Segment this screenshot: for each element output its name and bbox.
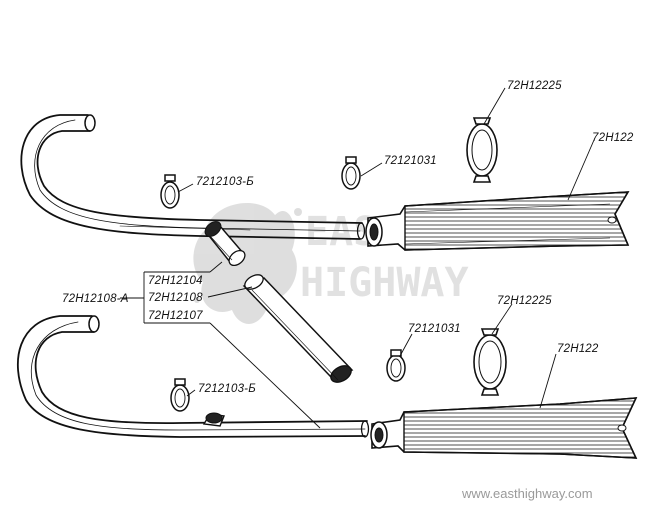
middle-loose-tube <box>242 274 354 383</box>
label-group-item2: 72H12108 <box>148 292 203 304</box>
label-pipe-clamp-bottom: 7212103-Б <box>198 383 256 395</box>
leader-lines <box>120 87 595 429</box>
watermark-url: www.easthighway.com <box>461 486 593 501</box>
label-group-item3: 72H12107 <box>148 310 203 322</box>
label-muffler-top: 72H122 <box>592 132 634 144</box>
label-clamp-bottom: 72H12225 <box>497 295 552 307</box>
label-pipe-clamp-top: 7212103-Б <box>196 176 254 188</box>
label-group-code: 72H12108-A <box>62 293 129 305</box>
part-labels: 72H12225 72H122 72121031 7212103-Б 72H12… <box>62 80 634 395</box>
top-muffler <box>365 191 630 251</box>
bottom-header-pipe <box>17 315 370 438</box>
bottom-connector-stub <box>202 412 225 427</box>
top-large-clamp <box>466 117 498 183</box>
top-header-pipe <box>20 114 366 240</box>
top-pipe-clamp <box>160 174 180 209</box>
bottom-pipe-clamp <box>170 378 190 412</box>
bottom-small-clamp <box>386 349 406 382</box>
bottom-large-clamp <box>473 328 507 396</box>
bottom-muffler <box>370 397 638 459</box>
top-small-clamp <box>341 156 361 190</box>
watermark-line2: HIGHWAY <box>300 260 469 306</box>
label-clamp-top: 72H12225 <box>507 80 562 92</box>
label-muffler-bottom: 72H122 <box>557 343 599 355</box>
label-small-clamp-bottom: 72121031 <box>408 323 461 335</box>
top-connector-sleeve <box>204 221 246 267</box>
label-small-clamp-top: 72121031 <box>384 155 437 167</box>
label-group-item1: 72H12104 <box>148 275 203 287</box>
